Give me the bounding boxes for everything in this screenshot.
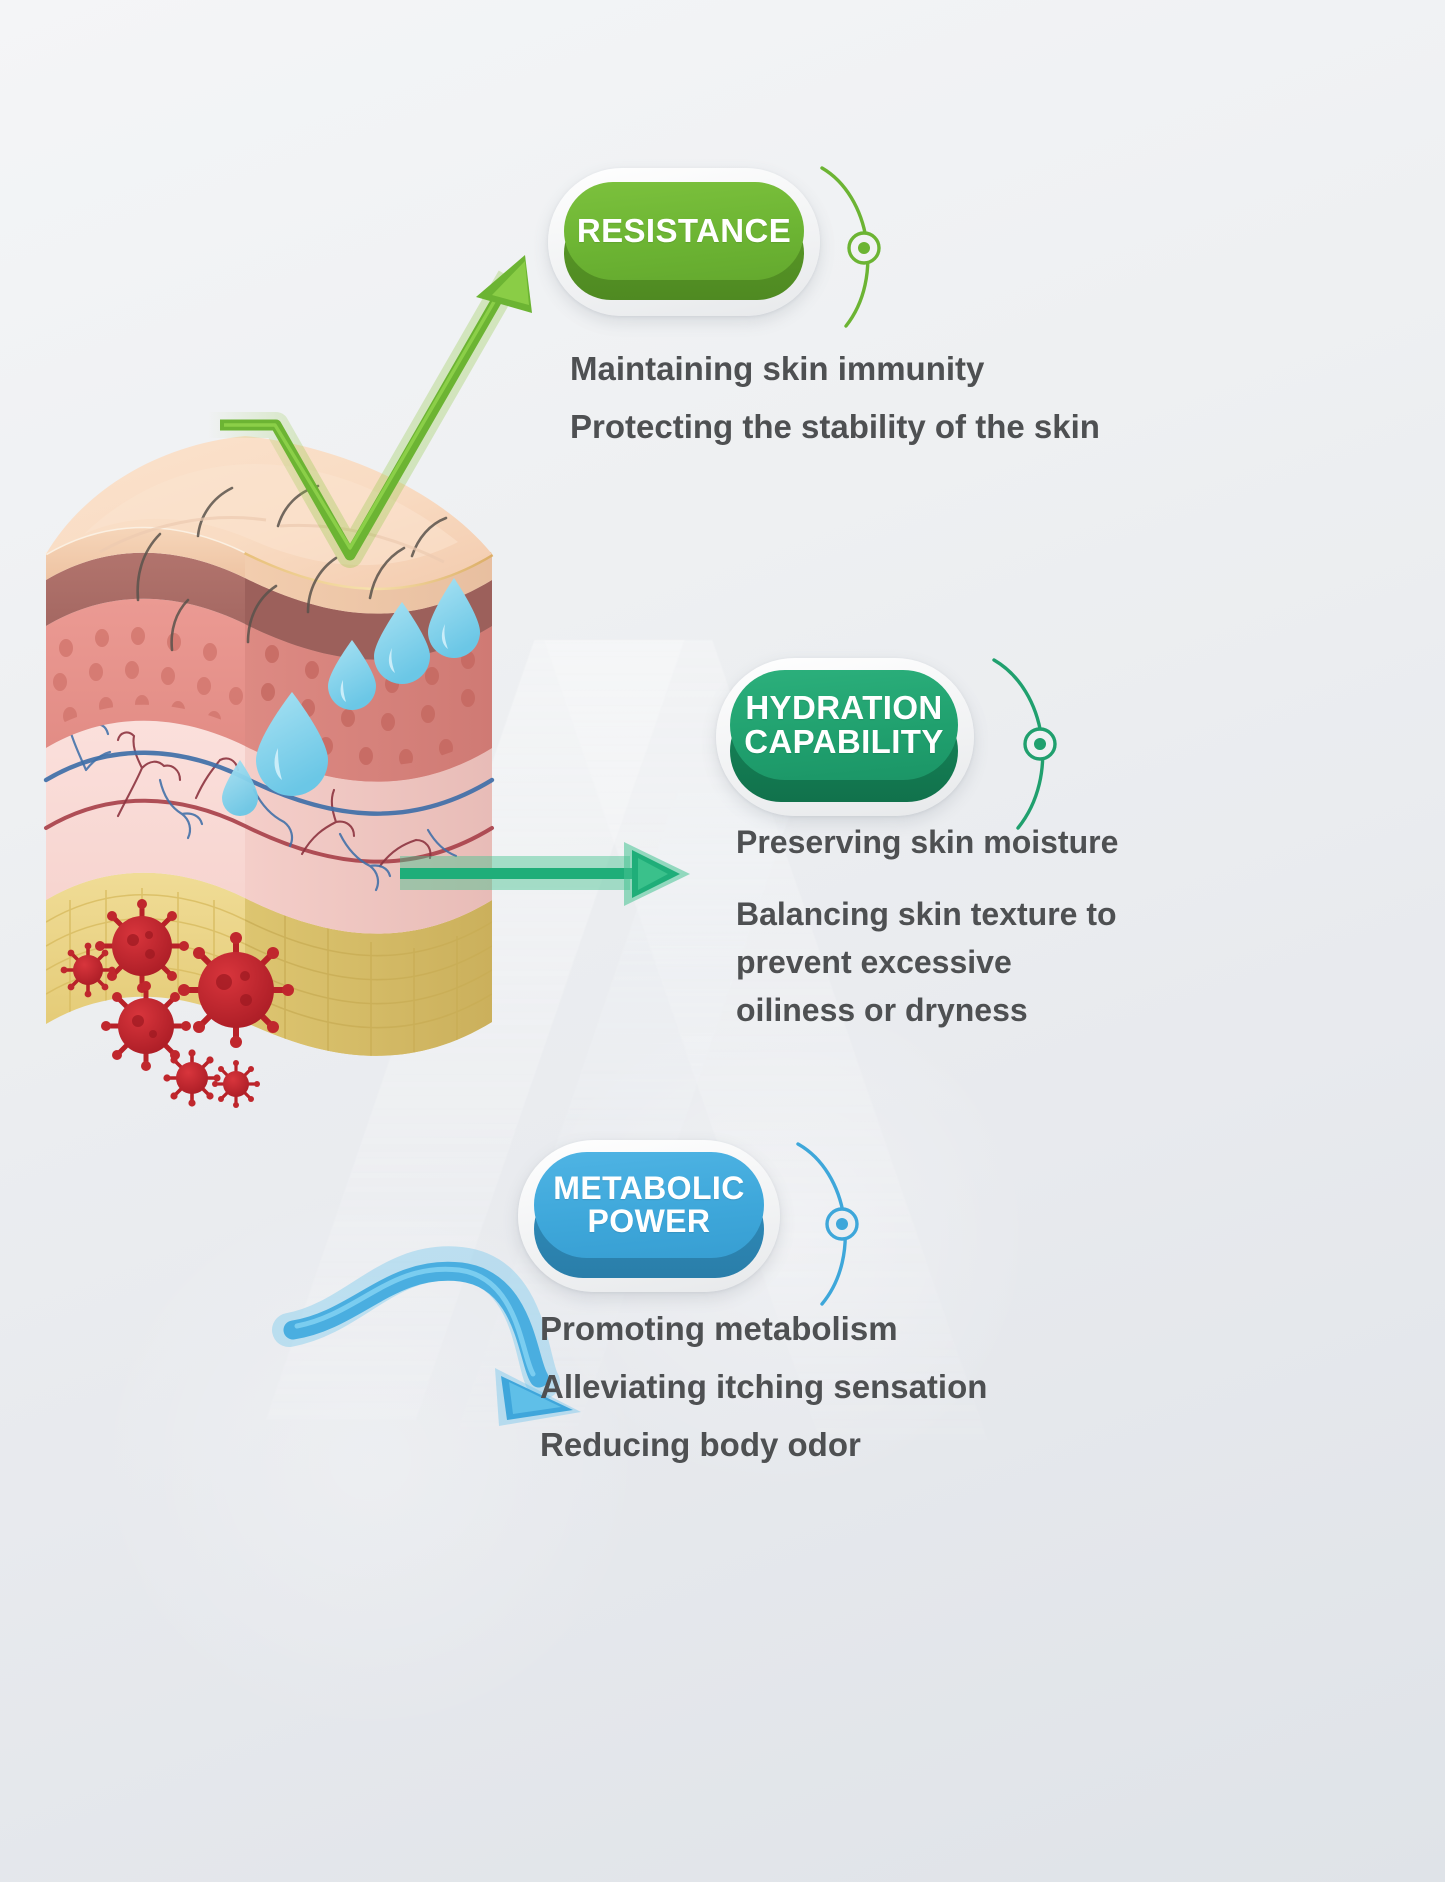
arrow-resistance: [180, 255, 580, 595]
hydration-line-2a: Balancing skin texture to: [736, 896, 1117, 932]
badge-arc-resistance: [784, 162, 914, 332]
metabolic-description: Promoting metabolism Alleviating itching…: [540, 1300, 1180, 1474]
badge-label-resistance: RESISTANCE: [576, 212, 792, 250]
badge-label-metabolic-line1: METABOLIC: [553, 1170, 745, 1207]
arrow-metabolic: [272, 1230, 625, 1450]
water-droplets: [222, 578, 480, 816]
badge-hydration[interactable]: HYDRATION CAPABILITY: [716, 658, 1057, 830]
badge-metabolic[interactable]: METABOLIC POWER: [518, 1140, 859, 1306]
hydration-line-2b: prevent excessive: [736, 944, 1012, 980]
badge-pill-metabolic[interactable]: METABOLIC POWER: [534, 1152, 764, 1258]
badge-pill-resistance[interactable]: RESISTANCE: [564, 182, 804, 280]
badge-shell-metabolic: METABOLIC POWER: [518, 1140, 780, 1292]
badge-resistance[interactable]: RESISTANCE: [548, 166, 881, 328]
hydration-description: Preserving skin moisture Balancing skin …: [736, 818, 1186, 1034]
resistance-line-2: Protecting the stability of the skin: [570, 408, 1100, 445]
badge-label-hydration-line1: HYDRATION: [745, 689, 943, 727]
hydration-line-1: Preserving skin moisture: [736, 824, 1119, 860]
badge-arc-metabolic: [762, 1138, 892, 1310]
hydration-line-2c: oiliness or dryness: [736, 992, 1028, 1028]
metabolic-line-1: Promoting metabolism: [540, 1310, 898, 1347]
arrow-hydration: [400, 826, 700, 922]
metabolic-line-3: Reducing body odor: [540, 1426, 861, 1463]
resistance-line-1: Maintaining skin immunity: [570, 350, 985, 387]
badge-shell-resistance: RESISTANCE: [548, 168, 820, 316]
badge-arc-hydration: [958, 654, 1088, 834]
badge-pill-hydration[interactable]: HYDRATION CAPABILITY: [730, 670, 958, 780]
resistance-description: Maintaining skin immunity Protecting the…: [570, 340, 1170, 456]
badge-label-hydration-line2: CAPABILITY: [744, 723, 944, 760]
skin-cross-section-illustration: [40, 430, 570, 1110]
metabolic-line-2: Alleviating itching sensation: [540, 1368, 988, 1405]
badge-label-metabolic-line2: POWER: [587, 1203, 711, 1239]
bacteria-cluster: [60, 899, 294, 1108]
badge-shell-hydration: HYDRATION CAPABILITY: [716, 658, 974, 816]
